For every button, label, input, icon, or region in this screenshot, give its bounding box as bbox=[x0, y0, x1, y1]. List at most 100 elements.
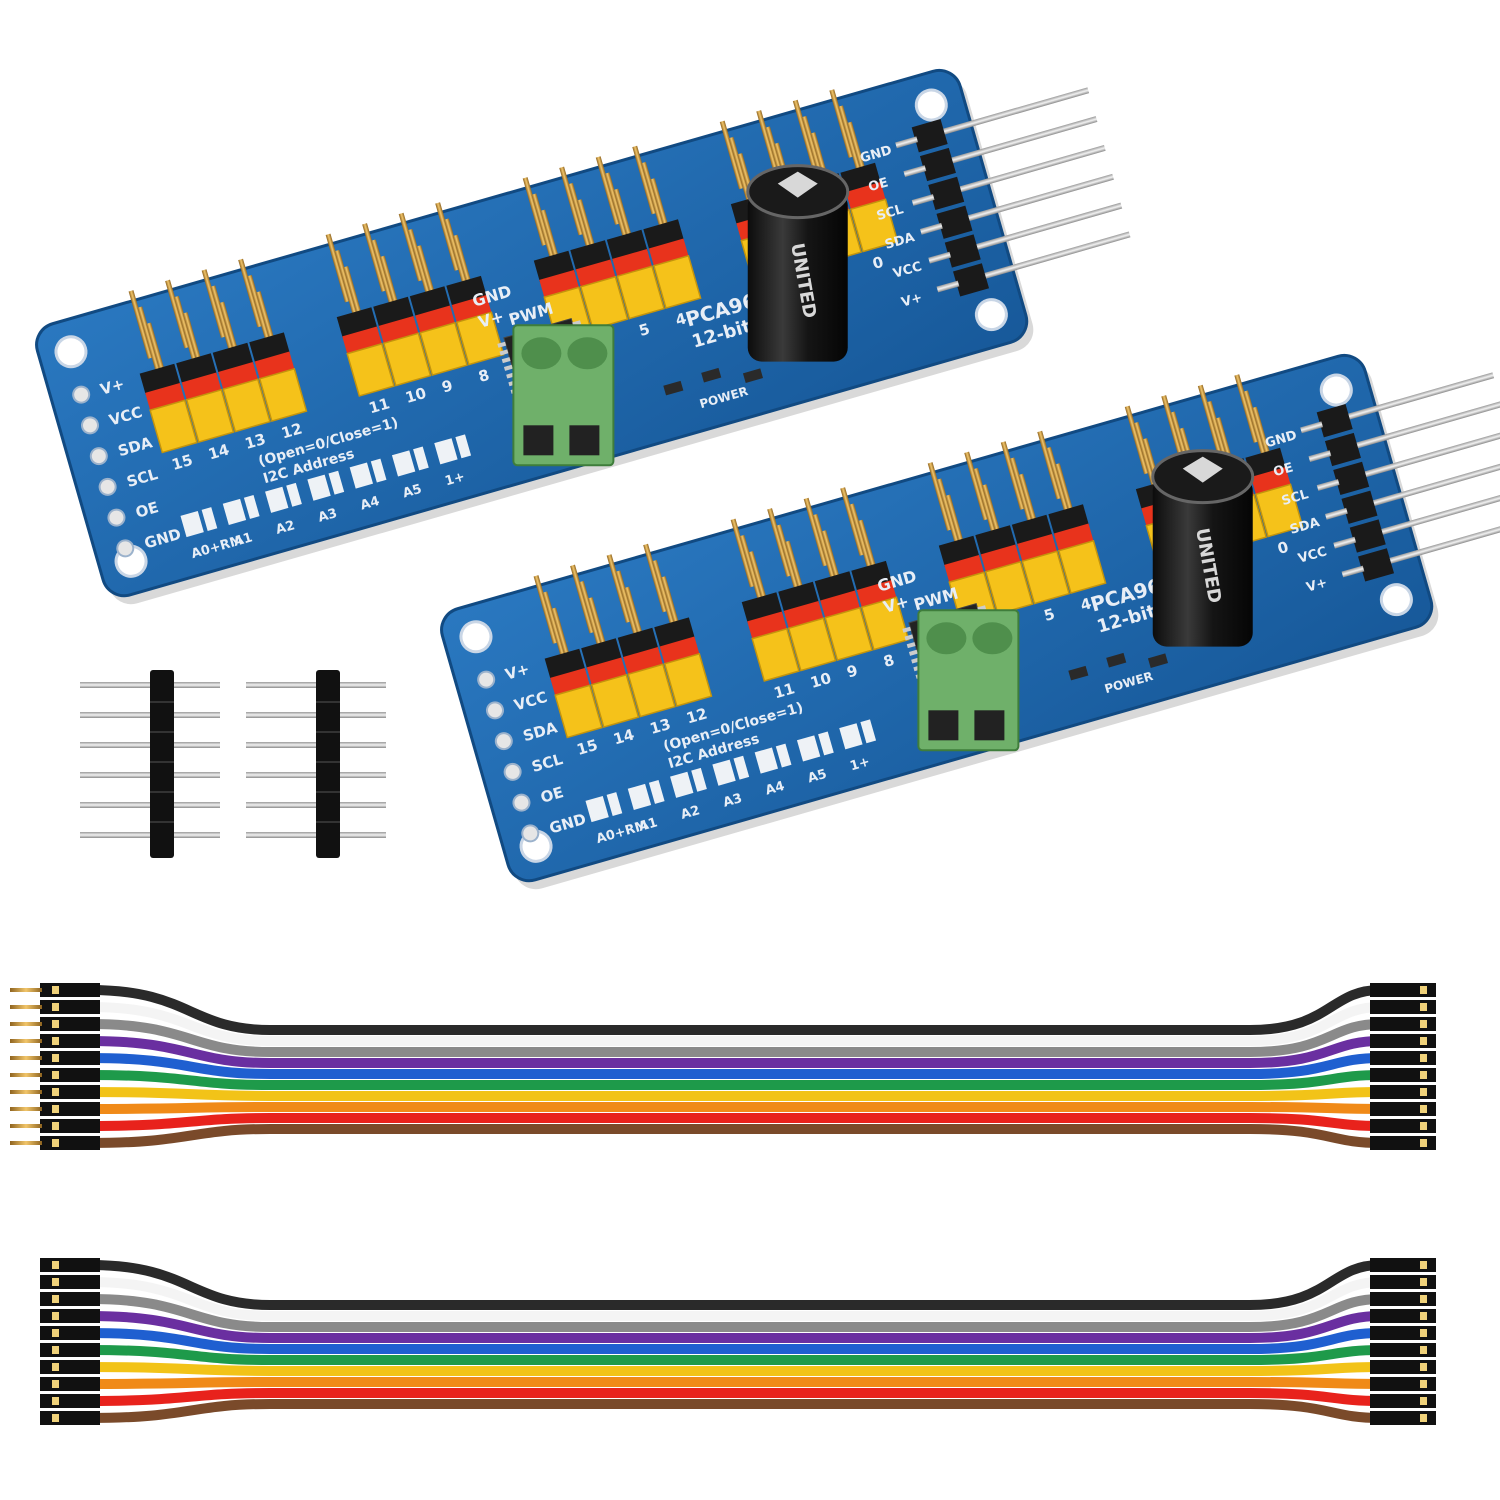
male-pin bbox=[10, 1005, 42, 1009]
connector-latch bbox=[52, 1363, 59, 1371]
wire bbox=[85, 1260, 1385, 1310]
wire bbox=[85, 985, 1385, 1035]
address-pad-label: A1 bbox=[637, 815, 660, 835]
right-pin-label: V+ bbox=[1305, 575, 1329, 595]
address-pad bbox=[180, 510, 204, 538]
header-strip-1 bbox=[80, 670, 220, 858]
chip-leg bbox=[904, 634, 914, 641]
connector-latch bbox=[52, 1295, 59, 1303]
male-pin bbox=[10, 1090, 42, 1094]
male-pin bbox=[10, 1056, 42, 1060]
connector-housing bbox=[1370, 1309, 1436, 1323]
terminal-screw bbox=[926, 622, 967, 655]
channel-number: 9 bbox=[845, 661, 860, 681]
connector-housing bbox=[1370, 983, 1436, 997]
channel-number: 11 bbox=[772, 679, 797, 702]
connector-latch bbox=[52, 1105, 59, 1113]
connector-latch bbox=[52, 1003, 59, 1011]
smd-part bbox=[1106, 652, 1127, 668]
chip-leg bbox=[499, 349, 509, 356]
connector-housing bbox=[1370, 1068, 1436, 1082]
header-pin bbox=[943, 87, 1090, 135]
channel-number: 15 bbox=[170, 451, 195, 474]
header-yellow bbox=[579, 275, 629, 330]
connector-latch bbox=[1420, 1105, 1427, 1113]
edge-pad bbox=[485, 701, 504, 720]
chip-leg bbox=[908, 649, 918, 656]
connector-housing bbox=[1370, 1017, 1436, 1031]
header-pin bbox=[951, 116, 1098, 164]
header-pin bbox=[398, 212, 423, 282]
header-pin bbox=[838, 105, 863, 175]
header-pin bbox=[531, 193, 556, 263]
connector-housing bbox=[40, 1102, 100, 1116]
wire bbox=[85, 1277, 1385, 1321]
header-housing bbox=[1341, 490, 1378, 524]
wire bbox=[85, 1311, 1385, 1343]
address-pad-label: A5 bbox=[806, 767, 829, 787]
mounting-hole bbox=[914, 88, 948, 122]
header-housing bbox=[928, 176, 965, 210]
address-pad bbox=[455, 434, 472, 459]
header-yellow bbox=[346, 342, 395, 397]
channel-number: 12 bbox=[279, 419, 304, 442]
channel-number: 0 bbox=[1275, 538, 1290, 558]
address-pad bbox=[434, 438, 458, 465]
header-pin bbox=[578, 580, 604, 650]
header-pin bbox=[803, 497, 828, 567]
header-pin bbox=[632, 145, 657, 215]
header-pin bbox=[1161, 395, 1186, 464]
terminal-screw bbox=[972, 622, 1013, 655]
header-pin bbox=[606, 554, 631, 623]
header-pin bbox=[173, 295, 199, 365]
capacitor-body bbox=[747, 191, 848, 362]
connector-latch bbox=[52, 1020, 59, 1028]
header-pin bbox=[128, 290, 153, 359]
header-pin bbox=[1373, 458, 1500, 506]
header-pin bbox=[1381, 487, 1500, 535]
chip-leg bbox=[906, 642, 916, 649]
edge-pad bbox=[72, 385, 91, 404]
header-housing bbox=[1358, 548, 1395, 582]
header-housing bbox=[1316, 404, 1353, 438]
connector-latch bbox=[52, 1329, 59, 1337]
pca9685-board-1: V+VCCSDASCLOEGND1514131211109876543210A0… bbox=[35, 68, 1131, 605]
connector-housing bbox=[40, 1119, 100, 1133]
header-pin bbox=[1389, 516, 1500, 564]
address-pad bbox=[796, 735, 821, 762]
channel-number: 14 bbox=[206, 440, 231, 463]
channel-number: 4 bbox=[673, 309, 688, 329]
connector-housing bbox=[1370, 1326, 1436, 1340]
connector-latch bbox=[1420, 1122, 1427, 1130]
mounting-hole bbox=[459, 620, 493, 654]
right-pin-label: OE bbox=[1272, 460, 1295, 480]
terminal-socket bbox=[928, 710, 959, 741]
connector-housing bbox=[40, 1051, 100, 1065]
wire bbox=[85, 1002, 1385, 1046]
connector-housing bbox=[40, 1136, 100, 1150]
header-pin bbox=[936, 478, 961, 548]
edge-pad bbox=[89, 447, 108, 466]
connector-housing bbox=[40, 1394, 100, 1408]
channel-number: 13 bbox=[243, 430, 268, 453]
connector-housing bbox=[40, 1258, 100, 1272]
header-pin bbox=[927, 462, 952, 531]
header-pin bbox=[1037, 430, 1062, 500]
header-pin bbox=[775, 524, 801, 594]
header-pin bbox=[1124, 405, 1149, 475]
edge-pad bbox=[512, 793, 531, 812]
header-pin bbox=[730, 518, 755, 588]
connector-housing bbox=[40, 1085, 100, 1099]
chip-leg bbox=[501, 357, 511, 364]
header-pin bbox=[895, 136, 919, 149]
header-pin bbox=[968, 173, 1114, 221]
connector-latch bbox=[1420, 1139, 1427, 1147]
connector-latch bbox=[1420, 1020, 1427, 1028]
header-pin bbox=[559, 166, 584, 236]
connector-housing bbox=[40, 1343, 100, 1357]
header-pin bbox=[165, 279, 190, 349]
connector-housing bbox=[1370, 1377, 1436, 1391]
header-pin bbox=[210, 285, 235, 355]
header-yellow bbox=[1254, 483, 1304, 538]
connector-latch bbox=[1420, 1261, 1427, 1269]
